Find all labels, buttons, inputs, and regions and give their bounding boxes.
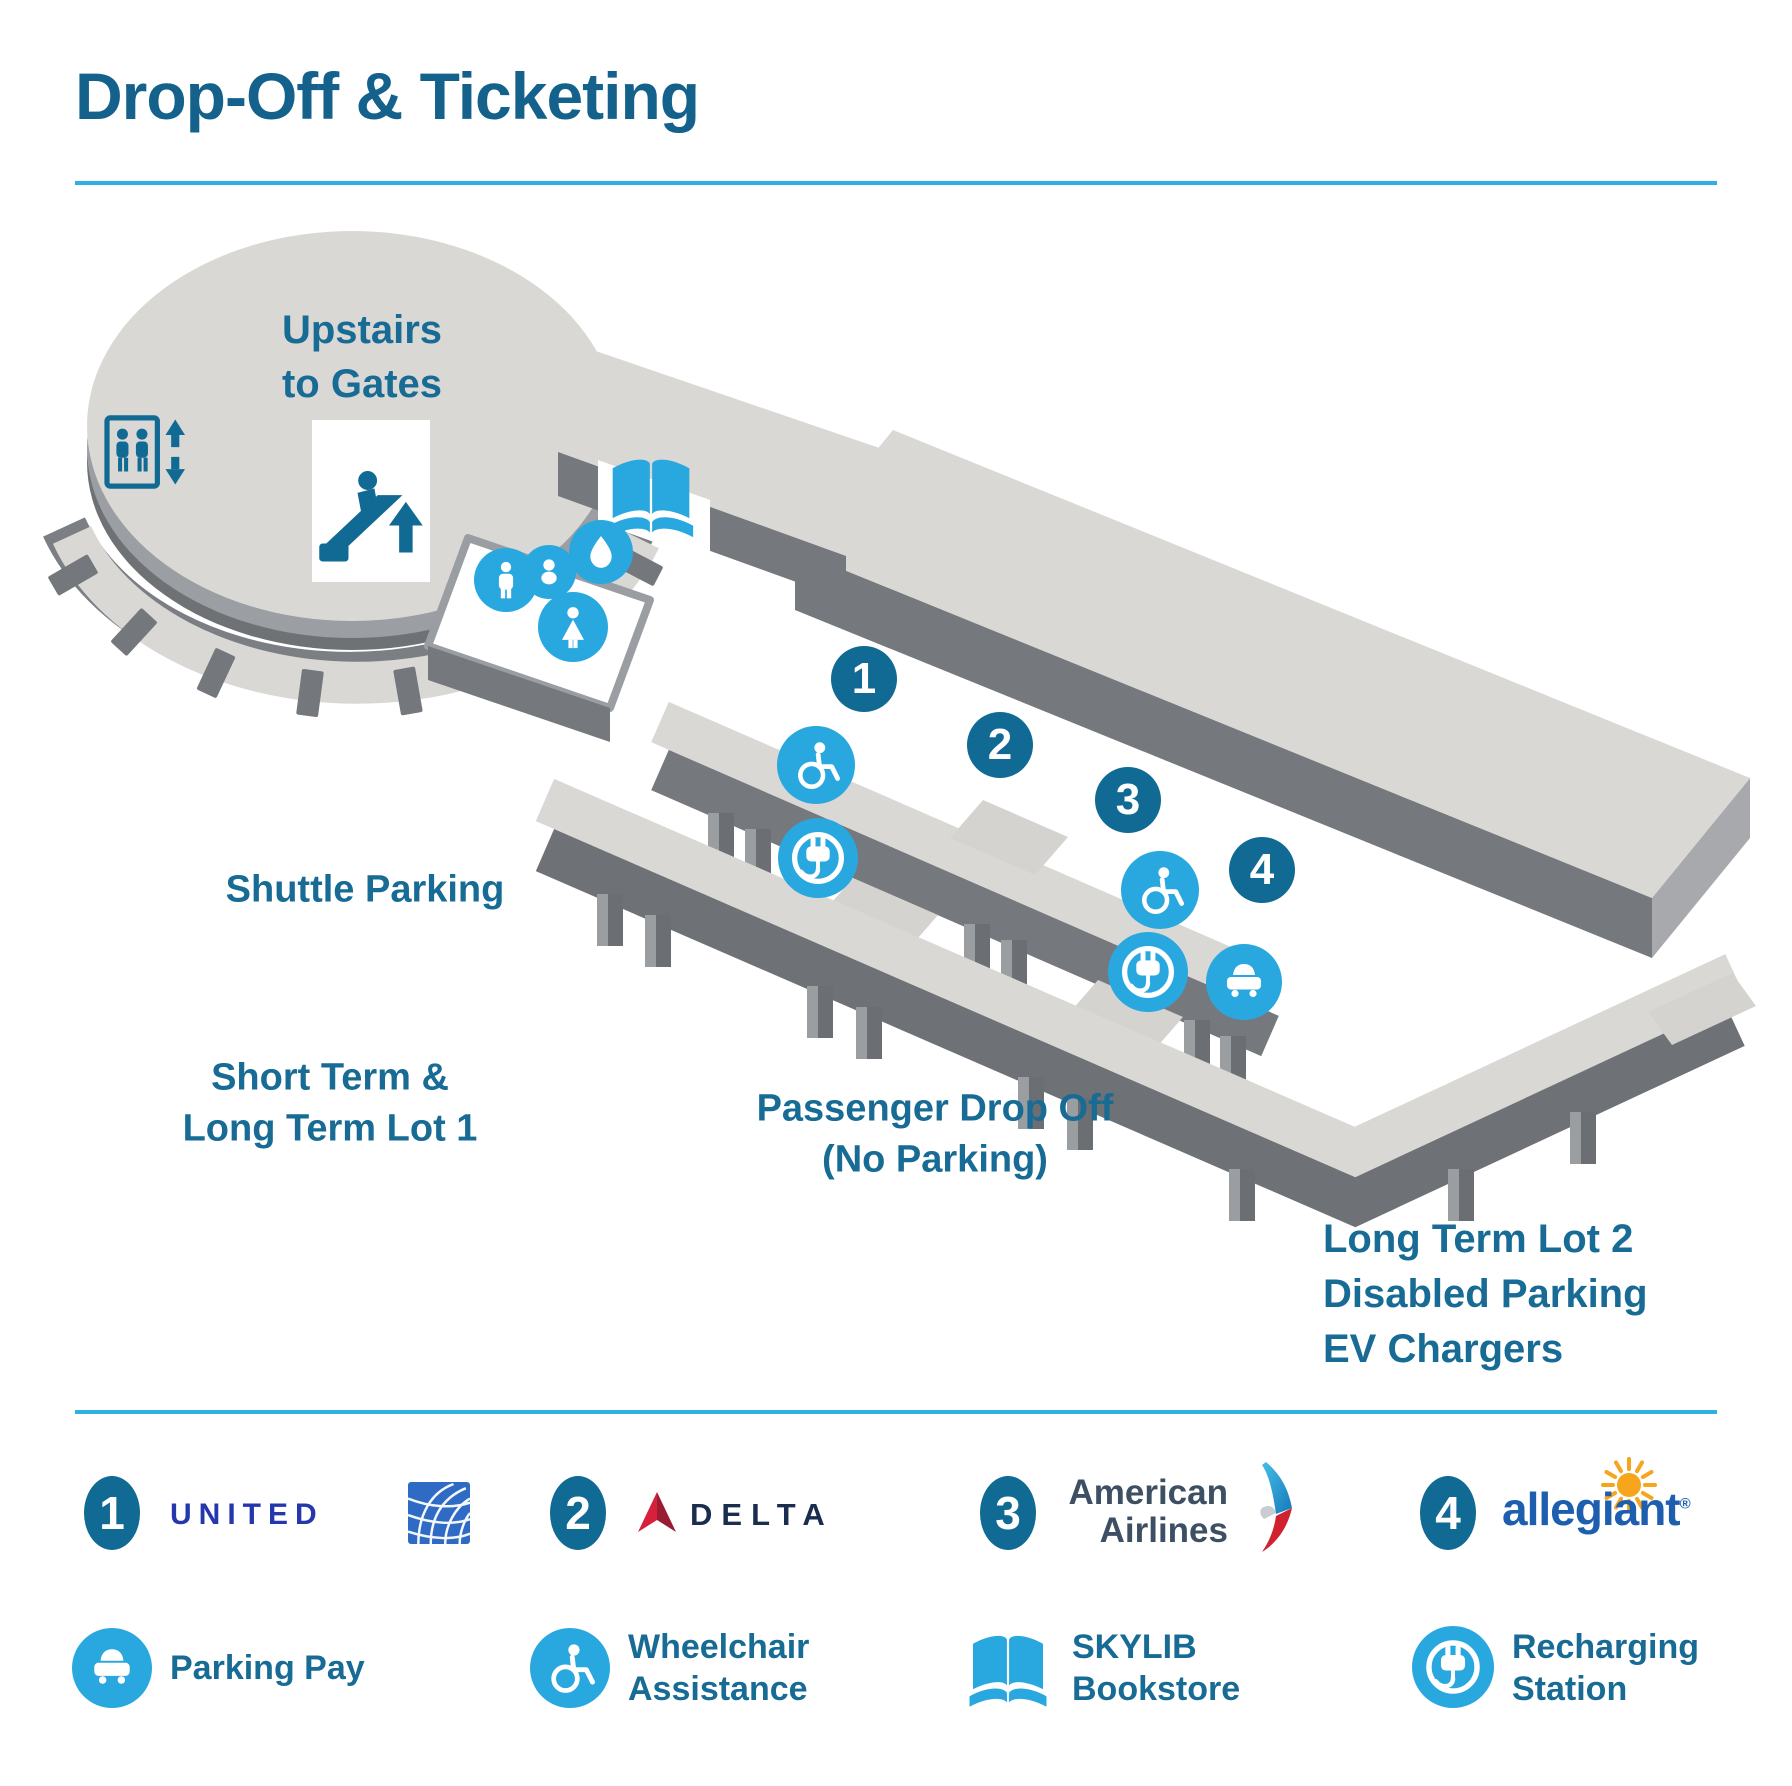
skylib-bookstore-label: SKYLIB Bookstore	[1072, 1628, 1241, 1708]
recharging-station-label: Recharging Station	[1512, 1628, 1700, 1708]
outer-curb	[535, 778, 1756, 1228]
parking-pay-label: Parking Pay	[170, 1649, 365, 1687]
crosswalk	[1065, 980, 1183, 1055]
wheelchair-assistance-label: Wheelchair Assistance	[628, 1628, 810, 1708]
legend-number-4: 4	[1420, 1476, 1476, 1550]
american-airlines-wordmark: American Airlines	[1068, 1473, 1228, 1550]
legend-divider	[75, 1410, 1717, 1414]
united-wordmark: UNITED	[170, 1498, 324, 1531]
passenger-drop-off-label: Passenger Drop Off (No Parking)	[756, 1087, 1114, 1181]
escalator-icon	[317, 458, 425, 566]
elevator-icon	[94, 413, 198, 491]
water-fountain-icon	[569, 520, 633, 584]
delta-widget-icon	[634, 1490, 680, 1539]
legend-number-3: 3	[980, 1476, 1036, 1550]
gate-marker-1: 1	[831, 646, 897, 712]
allegiant-sun-icon	[1601, 1457, 1657, 1513]
upstairs-to-gates-label: Upstairs to Gates	[281, 308, 443, 406]
plug-icon	[1412, 1626, 1494, 1708]
car-icon	[72, 1628, 152, 1708]
short-long-term-lot1-label: Short Term & Long Term Lot 1	[182, 1056, 478, 1150]
delta-wordmark: DELTA	[690, 1497, 834, 1532]
shuttle-parking-label: Shuttle Parking	[225, 868, 505, 911]
plug-icon	[1108, 932, 1188, 1012]
american-flight-symbol-icon	[1236, 1462, 1298, 1559]
gate-marker-2: 2	[967, 712, 1033, 778]
terminal-building	[795, 430, 1750, 958]
plug-icon	[778, 818, 858, 898]
united-globe-icon	[407, 1482, 471, 1549]
womens-restroom-icon	[538, 592, 608, 662]
baby-care-icon	[522, 545, 576, 599]
header-divider	[75, 181, 1717, 185]
gate-marker-4: 4	[1229, 837, 1295, 903]
wheelchair-icon	[777, 726, 855, 804]
wheelchair-icon	[530, 1628, 610, 1708]
canopy-pillars	[708, 813, 1246, 1088]
legend-number-2: 2	[550, 1476, 606, 1550]
car-icon	[1206, 944, 1282, 1020]
long-term-lot2-label: Long Term Lot 2 Disabled Parking EV Char…	[1323, 1217, 1648, 1371]
allegiant-logo: allegiant®	[1502, 1457, 1732, 1558]
curb-pillars	[597, 894, 1596, 1221]
page-title: Drop-Off & Ticketing	[75, 59, 700, 133]
legend-number-1: 1	[84, 1476, 140, 1550]
gate-marker-3: 3	[1095, 767, 1161, 833]
open-book-icon	[962, 1628, 1054, 1717]
wheelchair-icon	[1121, 851, 1199, 929]
